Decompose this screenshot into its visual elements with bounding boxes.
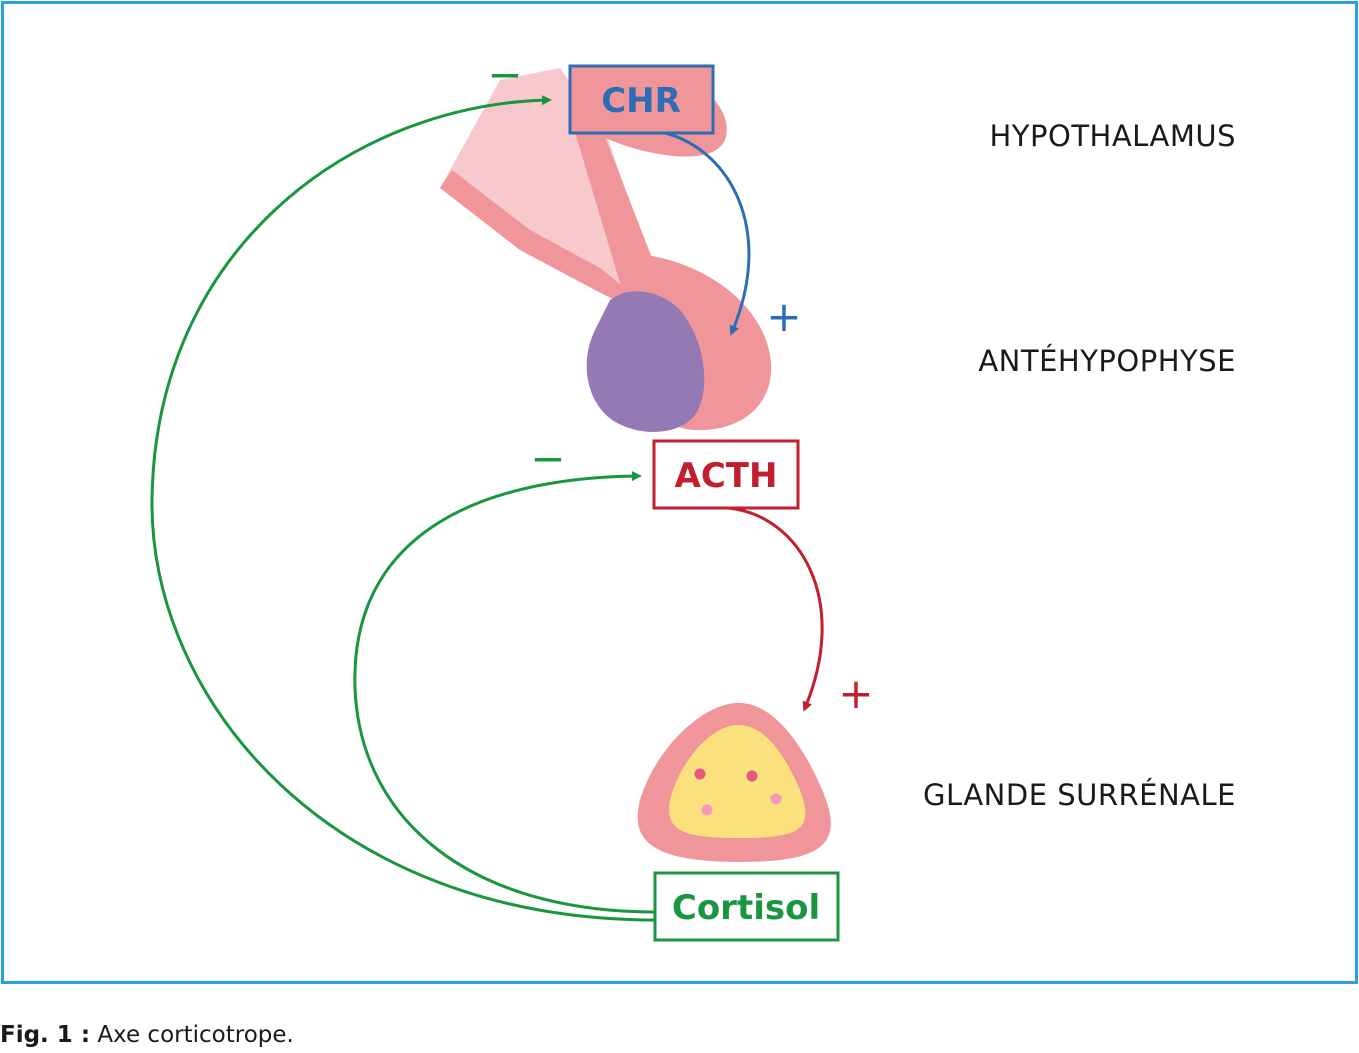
cortisol-label: Cortisol xyxy=(672,888,820,928)
minus-sign-acth: − xyxy=(530,434,565,483)
label-glande-surrenale: GLANDE SURRÉNALE xyxy=(923,778,1236,812)
figure-caption: Fig. 1 : Axe corticotrope. xyxy=(0,1022,294,1048)
label-hypothalamus: HYPOTHALAMUS xyxy=(989,119,1236,153)
chr-box: CHR xyxy=(568,64,715,135)
plus-sign-antehypophyse: + xyxy=(766,292,801,341)
acth-box: ACTH xyxy=(652,439,800,510)
acth-to-surrenale-arrow xyxy=(727,506,824,712)
plus-sign-surrenale: + xyxy=(838,669,873,718)
minus-sign-chr: − xyxy=(487,50,522,99)
chr-label: CHR xyxy=(601,81,681,121)
cortisol-box: Cortisol xyxy=(653,871,840,942)
cortisol-to-acth-feedback-arrow xyxy=(353,471,656,914)
label-antehypophyse: ANTÉHYPOPHYSE xyxy=(978,344,1236,378)
caption-prefix: Fig. 1 : xyxy=(0,1022,91,1048)
caption-text: Axe corticotrope. xyxy=(90,1022,294,1048)
acth-label: ACTH xyxy=(675,456,778,496)
chr-to-antehypophyse-arrow xyxy=(664,131,751,336)
adrenal-gland-illustration xyxy=(637,702,831,862)
cortisol-to-chr-feedback-arrow xyxy=(150,95,656,922)
